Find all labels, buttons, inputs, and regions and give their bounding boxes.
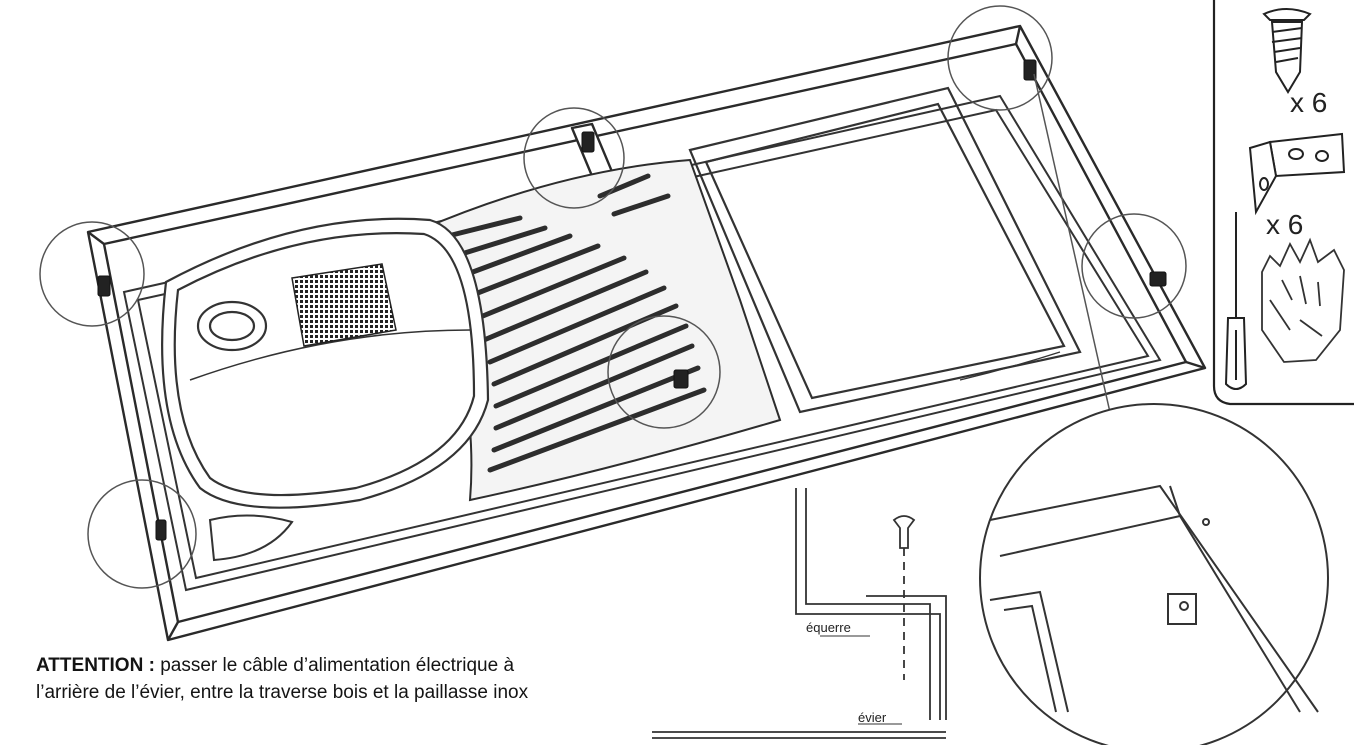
brackets-on-frame [97,59,1167,541]
attention-note: ATTENTION : passer le câble d’alimentati… [36,652,676,706]
parts-box: x 6 x 6 [1212,0,1354,406]
bracket-icon [1248,132,1346,216]
gloves-icon [1261,237,1345,363]
screw-icon [1262,8,1312,94]
drainer-board [688,86,1082,414]
bracket-label: équerre [806,620,851,635]
sink-label: évier [858,710,887,725]
mesh-grid [291,263,397,347]
attention-lead: ATTENTION : [36,655,155,676]
screws-qty: x 6 [1290,87,1327,118]
detail-magnifier [979,73,1329,745]
small-drain-slot [208,514,294,562]
attention-line1: passer le câble d’alimentation électriqu… [160,655,515,676]
attention-line2: l’arrière de l’évier, entre la traverse … [36,682,529,703]
screwdriver-icon [1224,212,1248,390]
attachment-circles [39,5,1187,589]
ribbed-drainer [418,158,782,502]
drain-hole [196,300,268,352]
brackets-qty: x 6 [1266,209,1303,240]
cross-section [652,488,947,739]
sink-bowl [161,217,490,509]
